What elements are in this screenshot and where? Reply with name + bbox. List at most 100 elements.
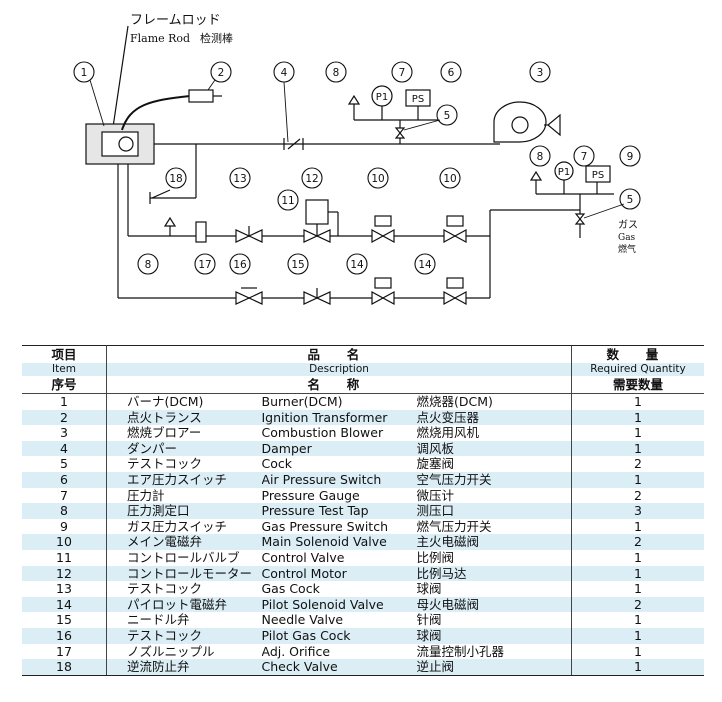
cell-qty: 1 bbox=[571, 518, 704, 535]
callout-5b bbox=[619, 188, 641, 210]
cell-item: 14 bbox=[22, 596, 107, 613]
p1-label-air: P1 bbox=[376, 92, 388, 103]
header-item-en: Item bbox=[22, 363, 107, 376]
callout-7b bbox=[573, 145, 595, 167]
callout-11 bbox=[277, 189, 299, 211]
header-desc-ja: 品 名 bbox=[106, 345, 572, 363]
flame-rod-label-ja: フレームロッド bbox=[130, 13, 221, 28]
cell-en: Combustion Blower bbox=[261, 425, 417, 441]
cell-en: Pilot Solenoid Valve bbox=[261, 596, 417, 613]
cell-qty: 1 bbox=[571, 581, 704, 597]
svg-text:14: 14 bbox=[418, 259, 432, 271]
flame-rod-label-en: Flame Rod bbox=[130, 32, 190, 45]
gas-label-en: Gas bbox=[618, 233, 636, 243]
cell-qty: 1 bbox=[571, 643, 704, 660]
cell-cn: 母火电磁阀 bbox=[416, 596, 572, 613]
cell-item: 5 bbox=[22, 456, 107, 472]
header-qty-en: Required Quantity bbox=[571, 363, 704, 376]
svg-text:5: 5 bbox=[627, 194, 634, 206]
air-pressure-switch bbox=[405, 89, 431, 107]
callout-16 bbox=[229, 253, 251, 275]
cell-en: Pilot Gas Cock bbox=[261, 627, 417, 644]
cell-qty: 1 bbox=[571, 612, 704, 628]
callout-7a bbox=[391, 61, 413, 83]
callout-9 bbox=[619, 145, 641, 167]
cell-qty: 2 bbox=[571, 596, 704, 613]
svg-text:10: 10 bbox=[443, 173, 456, 185]
header-qty-ja: 数 量 bbox=[571, 345, 704, 363]
callout-3 bbox=[529, 61, 551, 83]
callout-10a bbox=[367, 167, 389, 189]
cell-qty: 1 bbox=[571, 409, 704, 426]
cell-ja: コントロールモーター bbox=[106, 565, 262, 582]
cell-cn: 测压口 bbox=[416, 503, 572, 519]
cell-cn: 主火电磁阀 bbox=[416, 534, 572, 550]
cell-en: Main Solenoid Valve bbox=[261, 534, 417, 550]
cell-item: 12 bbox=[22, 565, 107, 582]
callout-17 bbox=[194, 253, 216, 275]
svg-text:13: 13 bbox=[233, 173, 246, 185]
cell-item: 18 bbox=[22, 659, 107, 676]
callout-18 bbox=[165, 167, 187, 189]
callout-15 bbox=[287, 253, 309, 275]
cell-ja: 点火トランス bbox=[106, 409, 262, 426]
flame-rod-label-cn: 检测棒 bbox=[200, 31, 233, 45]
cell-cn: 比例阀 bbox=[416, 549, 572, 566]
svg-text:2: 2 bbox=[218, 67, 225, 79]
svg-text:12: 12 bbox=[305, 173, 318, 185]
cell-cn: 逆止阀 bbox=[416, 659, 572, 676]
cell-en: Gas Pressure Switch bbox=[261, 518, 417, 535]
callout-6 bbox=[440, 61, 462, 83]
cell-cn: 球阀 bbox=[416, 627, 572, 644]
callout-2 bbox=[210, 61, 232, 83]
cell-item: 2 bbox=[22, 409, 107, 426]
callout-8a bbox=[325, 61, 347, 83]
header-item-no: 序号 bbox=[22, 376, 107, 394]
cell-cn: 旋塞阀 bbox=[416, 456, 572, 472]
svg-text:1: 1 bbox=[81, 67, 88, 79]
svg-text:9: 9 bbox=[627, 151, 634, 163]
svg-text:10: 10 bbox=[371, 173, 384, 185]
cell-item: 8 bbox=[22, 503, 107, 519]
cell-en: Damper bbox=[261, 440, 417, 457]
cell-ja: バーナ(DCM) bbox=[106, 392, 262, 410]
cell-ja: 圧力測定口 bbox=[106, 503, 262, 519]
cell-ja: テストコック bbox=[106, 456, 262, 472]
cell-item: 13 bbox=[22, 581, 107, 597]
callout-8c bbox=[137, 253, 159, 275]
cell-cn: 点火变压器 bbox=[416, 409, 572, 426]
cell-ja: メイン電磁弁 bbox=[106, 534, 262, 550]
callout-13 bbox=[229, 167, 251, 189]
gas-label-ja: ガス bbox=[618, 219, 638, 231]
cell-item: 9 bbox=[22, 518, 107, 535]
svg-text:7: 7 bbox=[581, 151, 588, 163]
cell-ja: 圧力計 bbox=[106, 487, 262, 504]
callout-1 bbox=[73, 61, 95, 83]
header-desc-cn: 名 称 bbox=[307, 377, 371, 392]
cell-qty: 1 bbox=[571, 659, 704, 676]
cell-cn: 燃气压力开关 bbox=[416, 518, 572, 535]
gas-label-cn: 燃气 bbox=[618, 243, 636, 255]
cell-qty: 3 bbox=[571, 503, 704, 519]
cell-cn: 比例马达 bbox=[416, 565, 572, 582]
cell-item: 17 bbox=[22, 643, 107, 660]
cell-cn: 调风板 bbox=[416, 440, 572, 457]
cell-qty: 1 bbox=[571, 471, 704, 488]
header-qty-cn: 需要数量 bbox=[571, 376, 704, 394]
p1-label-gas: P1 bbox=[558, 167, 570, 178]
cell-en: Pressure Gauge bbox=[261, 487, 417, 504]
cell-en: Needle Valve bbox=[261, 612, 417, 628]
cell-cn: 针阀 bbox=[416, 612, 572, 628]
cell-qty: 1 bbox=[571, 392, 704, 410]
cell-qty: 1 bbox=[571, 627, 704, 644]
callout-10b bbox=[439, 167, 461, 189]
cell-qty: 1 bbox=[571, 425, 704, 441]
